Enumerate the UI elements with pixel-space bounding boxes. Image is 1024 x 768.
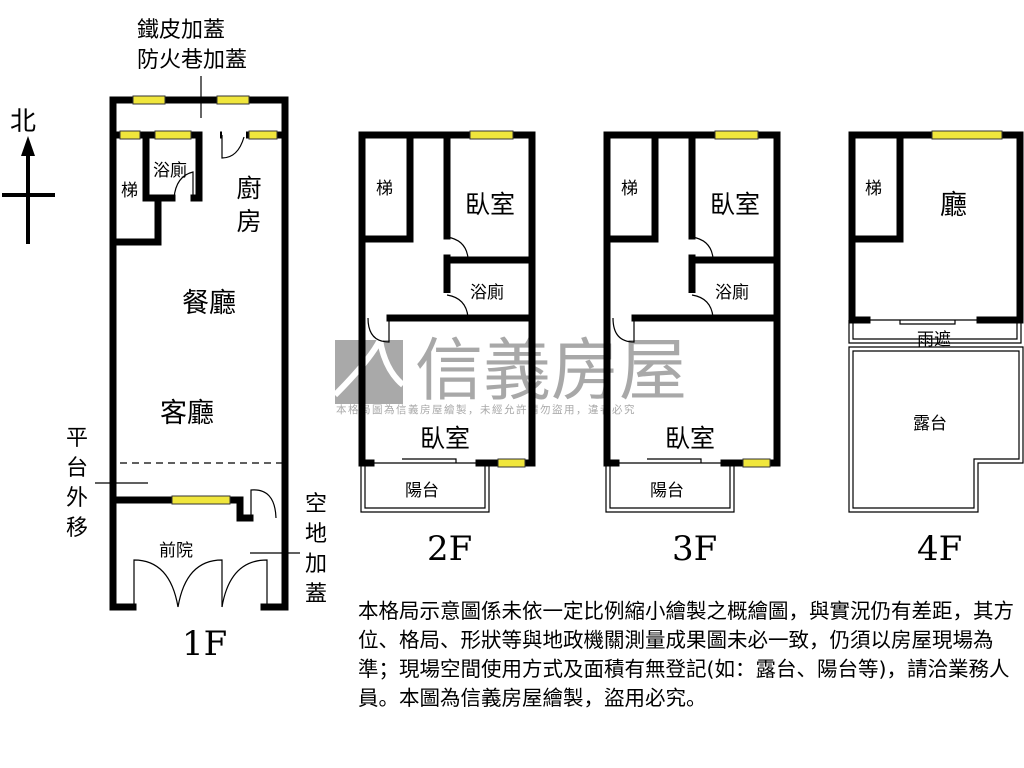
floor-label-1f: 1F bbox=[182, 624, 227, 664]
room-bedroom: 臥室 bbox=[420, 424, 470, 453]
floor-1-plan: 鐵皮加蓋 防火巷加蓋 梯 浴廁 餐廳 客廳 前院 1F bbox=[95, 18, 300, 664]
window bbox=[248, 130, 278, 140]
room-bath: 浴廁 bbox=[715, 282, 749, 303]
annotation-vacant-land: 空地加蓋 bbox=[304, 492, 327, 607]
room-stairs: 梯 bbox=[376, 179, 393, 199]
window bbox=[154, 130, 192, 140]
north-compass: 北 bbox=[2, 107, 55, 244]
watermark: 信義房屋 本格局圖為信義房屋繪製，未經允許請勿盜用，違者必究 bbox=[332, 330, 687, 416]
window bbox=[714, 130, 759, 140]
room-bath: 浴廁 bbox=[153, 160, 187, 181]
room-kitchen: 廚房 bbox=[236, 174, 262, 236]
floor-3-plan: 梯 臥室 浴廁 臥室 陽台 3F bbox=[603, 130, 781, 569]
window bbox=[742, 458, 771, 468]
window bbox=[497, 458, 526, 468]
room-dining: 餐廳 bbox=[182, 288, 236, 319]
window bbox=[171, 495, 231, 505]
room-hall: 廳 bbox=[940, 190, 967, 221]
window bbox=[216, 95, 250, 105]
room-stairs: 梯 bbox=[865, 179, 882, 199]
room-bedroom: 臥室 bbox=[710, 190, 760, 219]
annotation-fire-lane: 防火巷加蓋 bbox=[137, 48, 247, 73]
room-bath: 浴廁 bbox=[470, 282, 504, 303]
watermark-notice: 本格局圖為信義房屋繪製，未經允許請勿盜用，違者必究 bbox=[336, 403, 636, 416]
annotation-platform: 平台外移 bbox=[65, 426, 88, 541]
north-label: 北 bbox=[10, 107, 36, 137]
room-bedroom: 臥室 bbox=[465, 190, 515, 219]
window bbox=[119, 130, 141, 140]
north-arrow-icon bbox=[21, 136, 35, 156]
floor-label-4f: 4F bbox=[917, 529, 962, 569]
annotation-iron-roof: 鐵皮加蓋 bbox=[137, 18, 225, 43]
room-terrace: 露台 bbox=[913, 414, 947, 434]
room-front-yard: 前院 bbox=[159, 541, 193, 561]
floor-2-plan: 梯 臥室 浴廁 臥室 陽台 2F bbox=[358, 130, 536, 569]
floor-label-3f: 3F bbox=[672, 529, 717, 569]
room-living: 客廳 bbox=[160, 398, 214, 429]
room-balcony: 陽台 bbox=[405, 481, 439, 501]
room-balcony: 陽台 bbox=[650, 481, 684, 501]
floor-4-plan: 梯 廳 雨遮 露台 4F bbox=[848, 130, 1024, 569]
window bbox=[469, 130, 514, 140]
floor-label-2f: 2F bbox=[427, 529, 472, 569]
disclaimer-text: 本格局示意圖係未依一定比例縮小繪製之概繪圖，與實況仍有差距，其方位、格局、形狀等… bbox=[358, 599, 1014, 710]
room-bedroom: 臥室 bbox=[665, 424, 715, 453]
room-canopy: 雨遮 bbox=[917, 330, 951, 350]
room-stairs: 梯 bbox=[621, 179, 638, 199]
watermark-brand: 信義房屋 bbox=[415, 332, 687, 411]
room-stairs: 梯 bbox=[121, 181, 138, 201]
window bbox=[132, 95, 166, 105]
window bbox=[931, 130, 1003, 140]
